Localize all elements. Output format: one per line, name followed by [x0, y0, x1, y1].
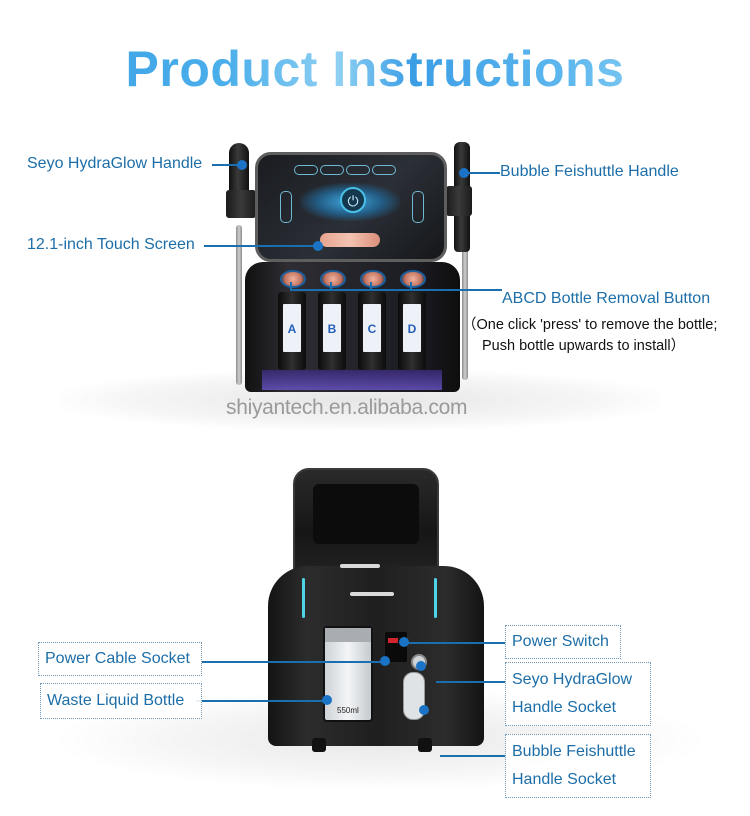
- leader-hydraglow-socket: [436, 681, 506, 683]
- waste-liquid-bottle: 550ml: [323, 626, 373, 722]
- label-bottle-button: ABCD Bottle Removal Button: [502, 290, 711, 307]
- marker-dot: [237, 160, 247, 170]
- leader-power-switch: [404, 642, 506, 644]
- leader-tick: [370, 282, 372, 290]
- leader-bubble-handle: [464, 172, 500, 174]
- label-hydraglow-socket: Seyo HydraGlow Handle Socket: [505, 662, 651, 726]
- label-line: Handle Socket: [512, 699, 617, 716]
- lid-inner: [313, 484, 419, 544]
- marker-dot: [459, 168, 469, 178]
- hydraglow-cable: [236, 225, 242, 385]
- waste-bottle-cap: [325, 628, 371, 642]
- screen-lid: [293, 468, 439, 576]
- marker-dot: [380, 656, 390, 666]
- waste-bottle-volume: 550ml: [337, 706, 359, 715]
- leader-touch-screen: [204, 245, 318, 247]
- marker-dot: [313, 241, 323, 251]
- power-icon: ⏻: [340, 187, 366, 213]
- leader-tick: [290, 282, 292, 290]
- leader-bubble-socket: [440, 755, 506, 757]
- leader-tick: [410, 282, 412, 290]
- label-waste-liquid-bottle: Waste Liquid Bottle: [40, 683, 202, 719]
- label-power-switch: Power Switch: [505, 625, 621, 659]
- page-title: Product Instructions: [0, 40, 750, 98]
- leader-power-cable: [202, 661, 388, 663]
- leader-tick: [330, 282, 332, 290]
- bottle-label: A: [283, 304, 301, 352]
- label-touch-screen: 12.1-inch Touch Screen: [27, 236, 195, 253]
- screen-pill-d: [372, 165, 396, 175]
- teal-light-right: [434, 578, 437, 618]
- bottle-c: C: [358, 292, 386, 370]
- bottle-a: A: [278, 292, 306, 370]
- foot-left: [312, 738, 326, 752]
- label-line: Bubble Feishuttle: [512, 743, 636, 760]
- body-highlight: [350, 592, 394, 596]
- label-hydraglow-handle: Seyo HydraGlow Handle: [27, 155, 203, 172]
- right-slider-control: [412, 191, 424, 223]
- bottle-b: B: [318, 292, 346, 370]
- bottle-button-b: [320, 270, 346, 288]
- left-slider-control: [280, 191, 292, 223]
- bottle-label: B: [323, 304, 341, 352]
- screen-pill-c: [346, 165, 370, 175]
- bottle-button-a: [280, 270, 306, 288]
- label-line: Seyo HydraGlow: [512, 671, 633, 688]
- power-switch-rocker: [388, 638, 398, 643]
- bubble-cable: [462, 240, 468, 380]
- hydraglow-handle: [229, 143, 249, 203]
- screen-pill-a: [294, 165, 318, 175]
- leader-bottle-buttons: [290, 289, 502, 291]
- foot-right: [418, 738, 432, 752]
- body-highlight: [340, 564, 380, 568]
- bottle-button-c: [360, 270, 386, 288]
- machine-base-glow: [262, 370, 442, 390]
- bottle-d: D: [398, 292, 426, 370]
- teal-light-left: [302, 578, 305, 618]
- touch-screen: ⏻: [255, 152, 447, 262]
- note-install-bottle: Push bottle upwards to install）: [482, 338, 686, 354]
- note-remove-bottle: （One click 'press' to remove the bottle;: [462, 317, 718, 333]
- left-handle-holder: [226, 190, 256, 218]
- watermark: shiyantech.en.alibaba.com: [226, 396, 468, 419]
- marker-dot: [416, 661, 426, 671]
- label-bubble-handle: Bubble Feishuttle Handle: [500, 163, 679, 180]
- right-handle-holder: [446, 186, 472, 216]
- screen-display-bar: [320, 233, 380, 247]
- bottle-button-d: [400, 270, 426, 288]
- marker-dot: [399, 637, 409, 647]
- bottle-label: C: [363, 304, 381, 352]
- label-line: Handle Socket: [512, 771, 617, 788]
- bottle-label: D: [403, 304, 421, 352]
- label-bubble-socket: Bubble Feishuttle Handle Socket: [505, 734, 651, 798]
- screen-pill-b: [320, 165, 344, 175]
- label-power-cable-socket: Power Cable Socket: [38, 642, 202, 676]
- marker-dot: [419, 705, 429, 715]
- marker-dot: [322, 695, 332, 705]
- leader-hydraglow-handle: [212, 164, 240, 166]
- leader-waste-bottle: [196, 700, 328, 702]
